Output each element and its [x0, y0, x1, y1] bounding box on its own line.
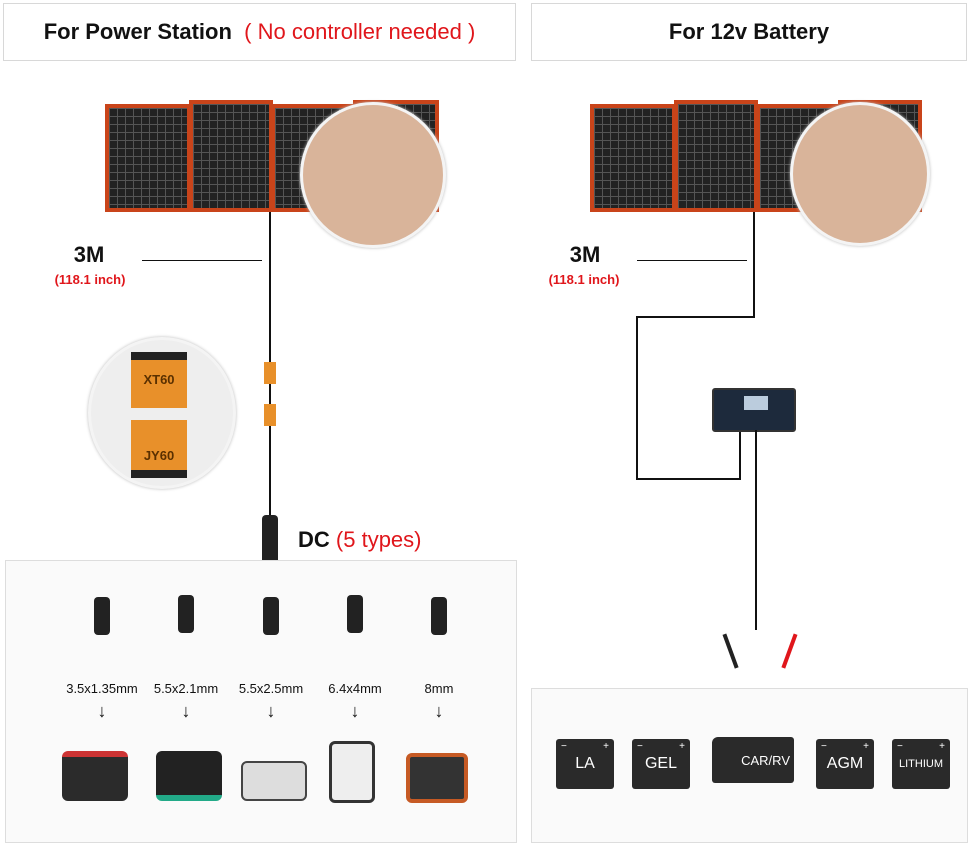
battery-lithium: −+LITHIUM: [892, 739, 950, 789]
cable-right: [636, 316, 755, 318]
no-controller-note: ( No controller needed ): [244, 19, 476, 44]
xt60-label: XT60: [131, 352, 187, 408]
dc-tip-icon: [431, 597, 447, 635]
arrow-down-icon: ↓: [181, 701, 191, 721]
cable-right: [753, 212, 755, 316]
battery-cable: [755, 430, 757, 630]
battery-title: For 12v Battery: [668, 19, 830, 44]
red-clamp-icon: [764, 627, 798, 669]
arrow-down-icon: ↓: [434, 701, 444, 721]
battery-la: −+LA: [556, 739, 614, 789]
tip-size-label: 5.5x2.5mm: [238, 681, 304, 696]
power-station-header: For Power Station ( No controller needed…: [3, 3, 516, 61]
power-station-image: [62, 751, 128, 801]
jy60-label: JY60: [131, 420, 187, 478]
arrow-down-icon: ↓: [97, 701, 107, 721]
car-rv-icon: CAR/RV: [712, 737, 794, 783]
cable-length-inch-right: (118.1 inch): [548, 272, 620, 287]
power-station-image: [241, 761, 307, 801]
battery-header: For 12v Battery: [531, 3, 967, 61]
jy60-plug: [264, 404, 276, 426]
tip-size-label: 6.4x4mm: [328, 681, 382, 696]
battery-agm: −+AGM: [816, 739, 874, 789]
battery-gel: −+GEL: [632, 739, 690, 789]
dc-tip-icon: [263, 597, 279, 635]
dc-tip-icon: [94, 597, 110, 635]
arrow-down-icon: ↓: [266, 701, 276, 721]
dc-tip-icon: [178, 595, 194, 633]
cable-length-right: 3M: [569, 242, 601, 267]
tip-size-label: 8mm: [424, 681, 454, 696]
power-station-image: [406, 753, 468, 803]
xt60-closeup: XT60 JY60: [88, 337, 236, 489]
power-station-image: [329, 741, 375, 803]
dc-plug: [262, 515, 278, 565]
dc-tips-panel: 3.5x1.35mm 5.5x2.1mm 5.5x2.5mm 6.4x4mm 8…: [5, 560, 517, 843]
cable-right: [636, 316, 638, 480]
arrow-down-icon: ↓: [350, 701, 360, 721]
cable-length-inch-left: (118.1 inch): [54, 272, 126, 287]
cable-right: [739, 430, 741, 480]
xt60-plug: [264, 362, 276, 384]
battery-types-panel: −+LA −+GEL CAR/RV −+AGM −+LITHIUM: [531, 688, 968, 843]
black-clamp-icon: [722, 627, 756, 669]
cable-right: [636, 478, 740, 480]
cable-length-left: 3M: [73, 242, 105, 267]
power-station-title: For Power Station: [43, 19, 232, 44]
tip-size-label: 3.5x1.35mm: [66, 681, 138, 696]
sae-connector-closeup: [790, 102, 930, 246]
charge-controller: [712, 388, 796, 432]
power-station-image: [156, 751, 222, 801]
dc-label: DC (5 types): [298, 527, 422, 552]
cable-pointer-right: [637, 260, 747, 261]
sae-connector-closeup: [300, 102, 446, 248]
cable-pointer-left: [142, 260, 262, 261]
dc-tip-icon: [347, 595, 363, 633]
tip-size-label: 5.5x2.1mm: [153, 681, 219, 696]
